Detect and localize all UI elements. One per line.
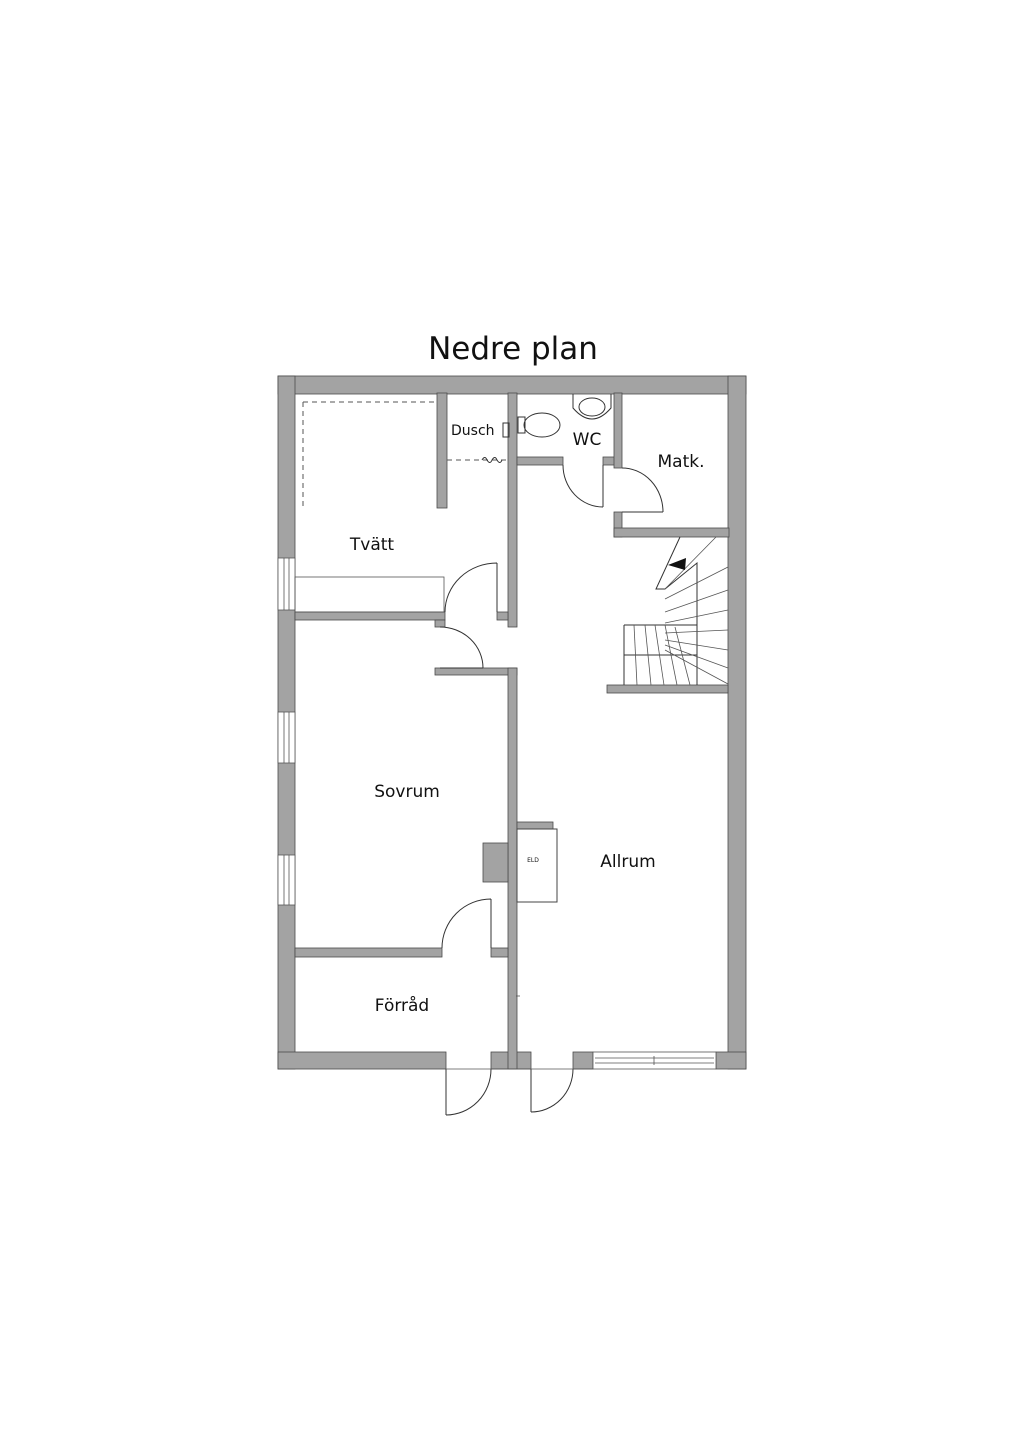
chimney	[482, 842, 509, 883]
fireplace	[516, 828, 558, 903]
shower-hose	[481, 457, 503, 463]
matk-door	[621, 467, 664, 513]
doors	[439, 464, 664, 1116]
room-label-allrum: Allrum	[600, 852, 655, 872]
sink-icon	[572, 394, 612, 420]
shower-head-icon	[502, 422, 510, 438]
tvatt-door	[444, 562, 498, 613]
room-label-sovrum: Sovrum	[374, 782, 440, 802]
room-label-dusch: Dusch	[451, 423, 495, 439]
stair-direction-arrow-icon	[668, 558, 686, 570]
laundry-counter	[294, 576, 445, 613]
room-label-matk: Matk.	[658, 452, 705, 472]
room-label-wc: WC	[573, 430, 602, 450]
allrum-exterior-door	[530, 1068, 574, 1113]
staircase	[623, 536, 729, 686]
interior-walls	[294, 392, 730, 1070]
wc-door	[562, 464, 604, 508]
room-label-tvatt: Tvätt	[349, 535, 395, 555]
fixtures: ELD	[294, 394, 612, 997]
toilet-icon	[523, 412, 561, 438]
forrad-inner-door	[441, 898, 492, 949]
forrad-exterior-door	[445, 1068, 492, 1116]
room-label-forrad: Förråd	[375, 995, 429, 1016]
sovrum-door	[439, 626, 484, 669]
room-labels: Dusch WC Matk. Tvätt Sovrum Allrum Förrå…	[349, 423, 705, 1016]
plan-title: Nedre plan	[428, 331, 598, 367]
fireplace-label: ELD	[527, 857, 539, 864]
windows	[277, 557, 717, 1070]
